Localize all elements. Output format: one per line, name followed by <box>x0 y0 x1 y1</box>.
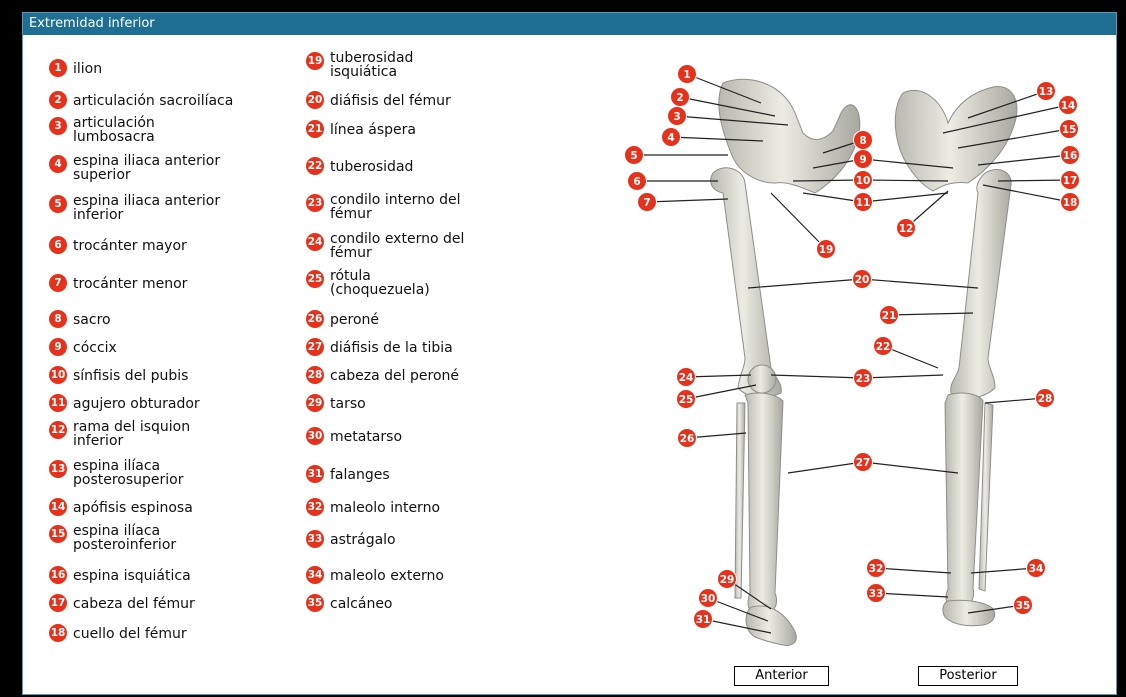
figure-marker-number-6: 6 <box>633 176 640 188</box>
figure-marker-number-30: 30 <box>701 593 716 605</box>
figure-marker-number-21: 21 <box>882 310 897 322</box>
leader-line-7 <box>647 199 728 202</box>
figure-marker-number-7: 7 <box>643 197 650 209</box>
figure-marker-number-15: 15 <box>1062 124 1077 136</box>
figure-marker-number-19: 19 <box>819 244 834 256</box>
anterior-view-button[interactable]: Anterior <box>734 666 829 686</box>
anterior-tibia-bone <box>745 393 783 613</box>
leader-line-33 <box>876 593 948 597</box>
figure-marker-number-11: 11 <box>856 197 871 209</box>
posterior-femur-bone <box>951 170 1011 398</box>
figure-marker-number-4: 4 <box>667 132 674 144</box>
figure-marker-number-35: 35 <box>1016 600 1031 612</box>
leader-line-27 <box>788 462 863 473</box>
figure-marker-number-32: 32 <box>869 563 884 575</box>
figure-marker-number-2: 2 <box>676 92 683 104</box>
lower-limb-skeleton-figure: 1234567891011121314151617181920212223242… <box>23 13 1118 696</box>
figure-marker-number-14: 14 <box>1061 100 1076 112</box>
figure-marker-number-27: 27 <box>856 457 871 469</box>
figure-marker-number-25: 25 <box>679 394 694 406</box>
figure-marker-number-17: 17 <box>1063 175 1078 187</box>
figure-marker-number-22: 22 <box>876 341 891 353</box>
leader-line-11-b <box>863 193 948 202</box>
figure-marker-number-34: 34 <box>1029 563 1044 575</box>
figure-marker-number-16: 16 <box>1063 150 1078 162</box>
figure-marker-number-24: 24 <box>679 372 694 384</box>
figure-marker-number-1: 1 <box>683 69 690 81</box>
figure-marker-number-8: 8 <box>859 135 866 147</box>
figure-marker-number-31: 31 <box>696 614 711 626</box>
figure-marker-number-23: 23 <box>856 373 871 385</box>
leader-line-20-b <box>862 279 978 288</box>
figure-marker-number-9: 9 <box>859 154 866 166</box>
figure-marker-number-33: 33 <box>869 588 884 600</box>
figure-marker-number-10: 10 <box>856 175 871 187</box>
leader-line-27-b <box>863 462 958 473</box>
leader-line-20 <box>748 279 862 288</box>
diagram-panel: Extremidad inferior 1ilion 2articulación… <box>22 12 1117 695</box>
posterior-view-button[interactable]: Posterior <box>918 666 1018 686</box>
figure-marker-number-28: 28 <box>1038 393 1053 405</box>
leader-line-21 <box>889 313 973 315</box>
leader-line-23-b <box>771 375 863 378</box>
figure-marker-number-12: 12 <box>899 223 914 235</box>
anterior-fibula-bone <box>735 403 745 598</box>
figure-marker-number-3: 3 <box>673 111 680 123</box>
anterior-foot-bones <box>746 606 796 645</box>
leader-lines <box>634 74 1070 633</box>
figure-marker-number-29: 29 <box>720 574 735 586</box>
leader-line-23 <box>863 375 943 378</box>
figure-marker-number-18: 18 <box>1063 197 1078 209</box>
patella-bone <box>748 365 776 393</box>
figure-marker-number-26: 26 <box>680 433 695 445</box>
posterior-tibia-bone <box>945 393 983 607</box>
leader-line-19 <box>771 193 826 249</box>
leader-line-32 <box>876 568 951 573</box>
figure-marker-number-5: 5 <box>630 150 637 162</box>
anterior-femur-bone <box>711 168 782 398</box>
figure-marker-number-20: 20 <box>855 274 870 286</box>
figure-marker-number-13: 13 <box>1039 86 1054 98</box>
